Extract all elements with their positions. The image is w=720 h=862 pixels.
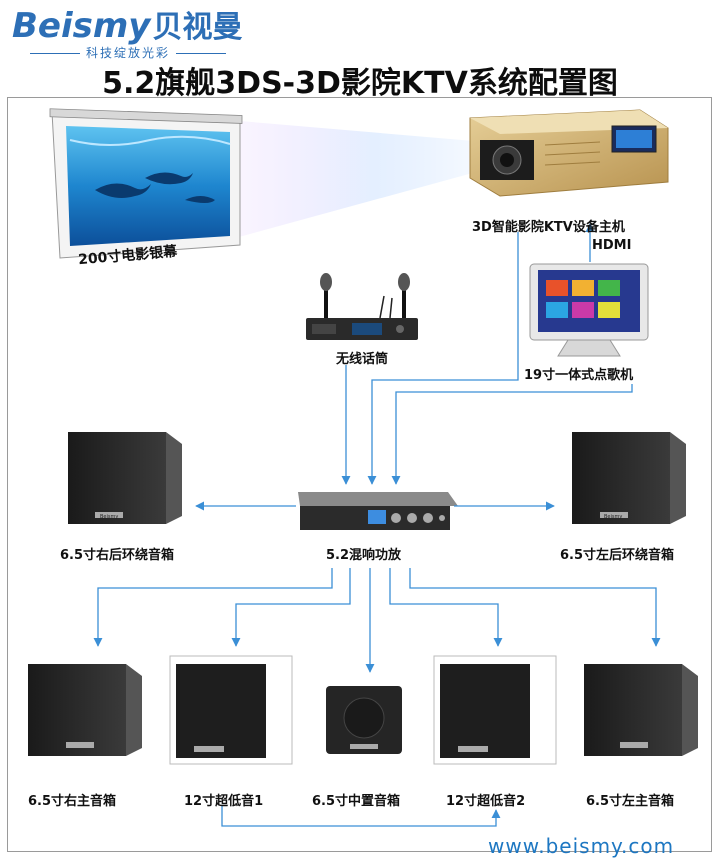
center-label: 6.5寸中置音箱 [312,794,401,809]
amp-to-right-main-line [93,568,333,647]
host-to-amp-line [367,232,519,485]
left-main-label: 6.5寸左主音箱 [586,794,675,809]
amp-to-sub1-line [231,568,351,647]
hdmi-label: HDMI [592,238,632,253]
projector-beam [228,120,520,240]
left-main-speaker-image [584,664,698,756]
projection-screen [49,108,243,259]
wireless-mic-image [306,273,418,340]
website-link[interactable]: www.beismy.com [488,834,675,858]
diagram-frame [7,97,712,852]
right-rear-label: 6.5寸右后环绕音箱 [60,548,175,563]
amp-to-left-main-line [409,568,661,647]
logo-tagline: 科技绽放光彩 [12,44,244,61]
jukebox-to-amp-line [391,384,633,485]
right-main-label: 6.5寸右主音箱 [28,794,117,809]
left-rear-speaker-image [572,432,686,524]
host-projector-image [469,109,669,197]
mic-label: 无线话筒 [336,352,389,367]
host-label: 3D智能影院KTV设备主机 [472,220,625,235]
left-rear-label: 6.5寸左后环绕音箱 [560,548,675,563]
subwoofer-1-image [169,655,293,765]
subwoofer-2-image [433,655,557,765]
sub2-label: 12寸超低音2 [446,794,526,809]
right-main-speaker-image [28,664,142,756]
sub-link-line [221,806,501,827]
center-speaker-image [326,686,402,754]
right-rear-speaker-image [68,432,182,524]
jukebox-image [529,263,649,357]
badge-rr: Beismy [100,514,118,520]
amp-to-sub2-line [389,568,503,647]
brand-logo: Beismy贝视曼 科技绽放光彩 [12,6,244,62]
sub1-label: 12寸超低音1 [184,794,264,809]
logo-latin: Beismy [12,6,151,46]
amp-label: 5.2混响功放 [326,548,402,563]
amplifier-image [298,492,458,530]
logo-cn: 贝视曼 [152,10,243,45]
badge-lr: Beismy [604,514,622,520]
jukebox-label: 19寸一体式点歌机 [524,368,634,383]
connection-lines [93,223,661,827]
page-title: 5.2旗舰3DS-3D影院KTV系统配置图 [102,66,618,101]
